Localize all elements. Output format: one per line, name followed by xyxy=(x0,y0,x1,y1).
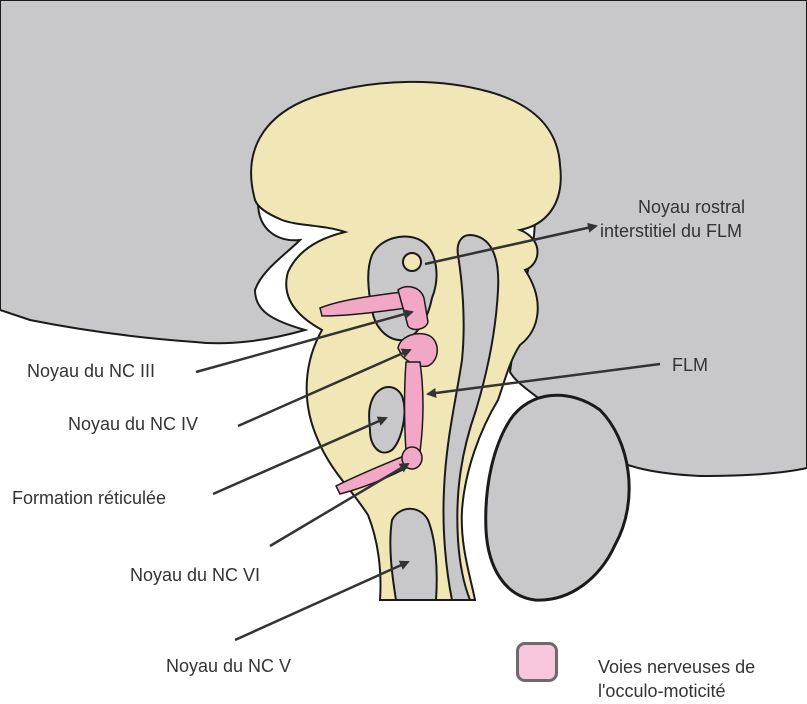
legend-text-line1: Voies nerveuses de xyxy=(598,656,755,678)
label-nc3: Noyau du NC III xyxy=(27,360,155,382)
label-nc6: Noyau du NC VI xyxy=(130,564,260,586)
pons-gray xyxy=(390,509,436,600)
label-reticular: Formation réticulée xyxy=(12,487,166,509)
label-rostral-line2: interstitiel du FLM xyxy=(600,220,742,242)
cerebellum-region xyxy=(486,395,629,600)
label-nc5: Noyau du NC V xyxy=(166,655,291,677)
rostral-nucleus-outline xyxy=(403,253,421,271)
pathway-flm-column xyxy=(405,362,424,452)
label-nc4: Noyau du NC IV xyxy=(68,413,198,435)
label-rostral-line1: Noyau rostral xyxy=(638,196,745,218)
legend-text-line2: l'occulo-moticité xyxy=(598,680,725,702)
label-flm: FLM xyxy=(672,354,708,376)
legend-swatch xyxy=(516,642,558,682)
